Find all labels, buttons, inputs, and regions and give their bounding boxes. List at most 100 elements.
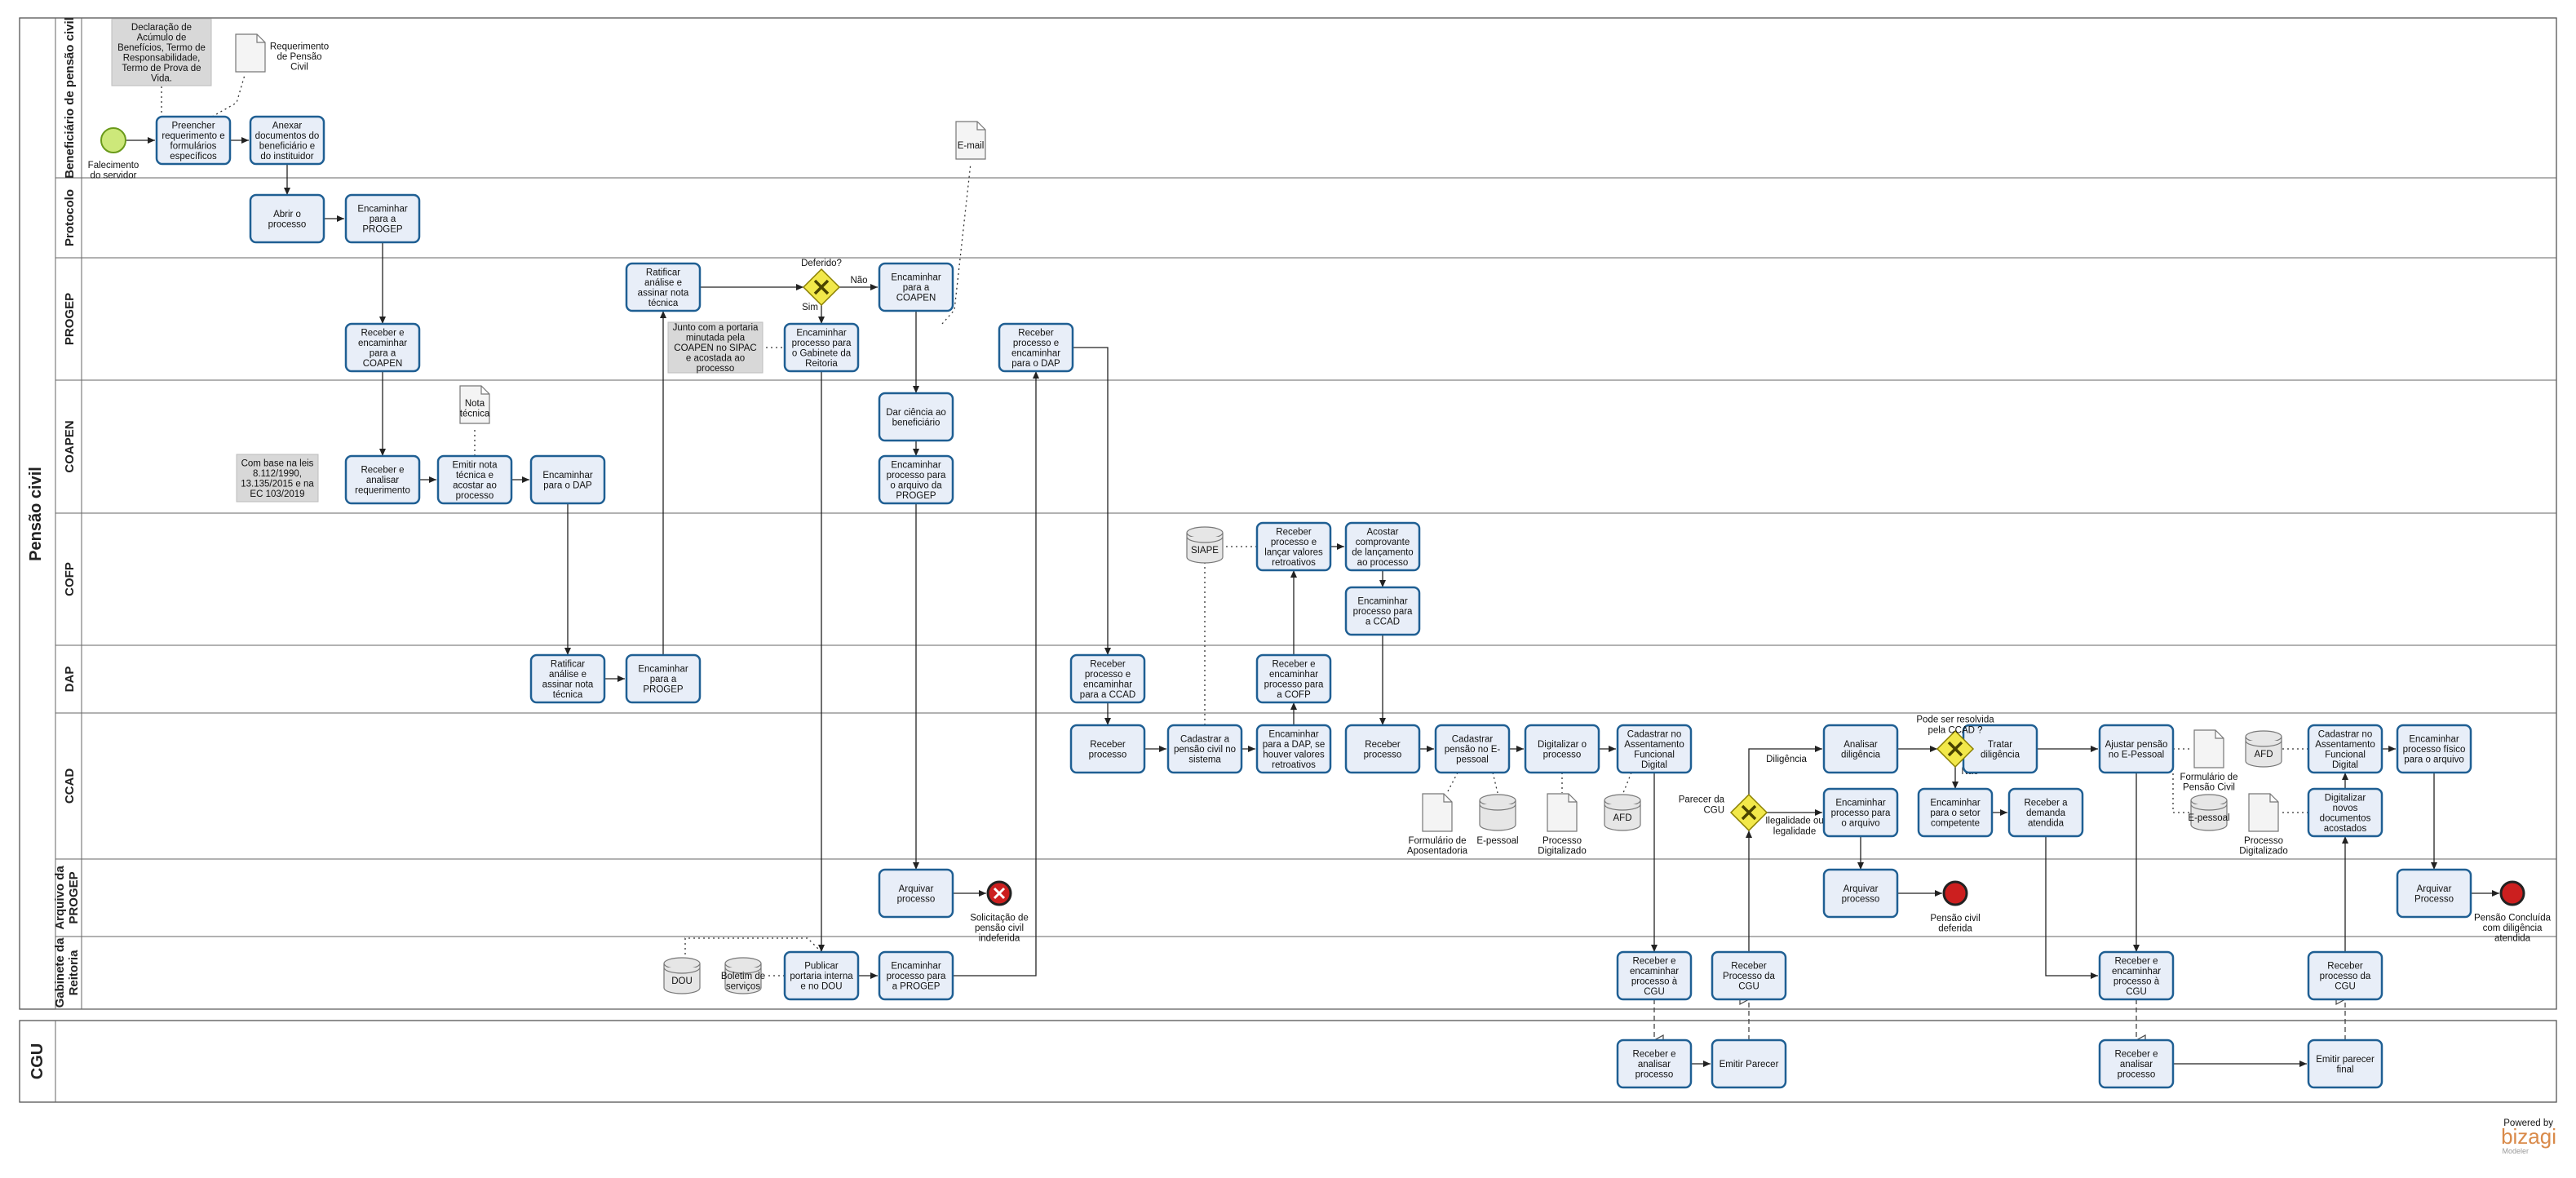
task-box[interactable]: [1166, 724, 1243, 774]
task-box[interactable]: [1822, 868, 1899, 919]
task-box[interactable]: [2098, 1038, 2175, 1089]
start-event-circle[interactable]: [100, 127, 126, 153]
end-event-circle[interactable]: [2499, 880, 2525, 906]
task-box[interactable]: [878, 868, 954, 919]
task-box[interactable]: [1917, 787, 1994, 838]
task-t34[interactable]: Emitir Parecer: [1711, 1038, 1787, 1089]
task-box[interactable]: [1616, 950, 1693, 1001]
task-box[interactable]: [344, 454, 421, 505]
task-box[interactable]: [1344, 521, 1421, 572]
task-box[interactable]: [529, 653, 606, 704]
task-box[interactable]: [2396, 868, 2472, 919]
task-box[interactable]: [1344, 724, 1421, 774]
task-box[interactable]: [783, 950, 860, 1001]
task-box[interactable]: [1822, 787, 1899, 838]
task-box[interactable]: [1524, 724, 1600, 774]
task-box[interactable]: [436, 454, 513, 505]
task-box[interactable]: [2007, 787, 2084, 838]
task-box[interactable]: [344, 322, 421, 373]
task-box[interactable]: [1255, 724, 1332, 774]
task-box[interactable]: [1616, 1038, 1693, 1089]
task-box[interactable]: [878, 392, 954, 442]
task-box[interactable]: [783, 322, 860, 373]
task-box[interactable]: [2307, 1038, 2383, 1089]
task-box[interactable]: [2098, 950, 2175, 1001]
task-box[interactable]: [2307, 950, 2383, 1001]
task-box[interactable]: [155, 115, 232, 166]
task-box[interactable]: [2307, 787, 2383, 838]
task-box[interactable]: [1344, 586, 1421, 636]
task-box[interactable]: [998, 322, 1074, 373]
task-box[interactable]: [1255, 653, 1332, 704]
task-box[interactable]: [249, 115, 325, 166]
task-box[interactable]: [1711, 1038, 1787, 1089]
task-box[interactable]: [1069, 653, 1146, 704]
task-box[interactable]: [878, 454, 954, 505]
end-event-circle[interactable]: [1942, 880, 1968, 906]
task-box[interactable]: [249, 193, 325, 244]
task-box[interactable]: [2307, 724, 2383, 774]
task-box[interactable]: [625, 653, 702, 704]
task-box[interactable]: [1069, 724, 1146, 774]
task-box[interactable]: [1711, 950, 1787, 1001]
gateway-g1[interactable]: Deferido?: [801, 259, 842, 307]
task-box[interactable]: [1822, 724, 1899, 774]
task-box[interactable]: [878, 262, 954, 312]
task-box[interactable]: [1434, 724, 1511, 774]
task-box[interactable]: [2396, 724, 2472, 774]
task-box[interactable]: [1616, 724, 1693, 774]
task-box[interactable]: [529, 454, 606, 505]
task-box[interactable]: [1255, 521, 1332, 572]
task-box[interactable]: [625, 262, 702, 312]
task-box[interactable]: [344, 193, 421, 244]
